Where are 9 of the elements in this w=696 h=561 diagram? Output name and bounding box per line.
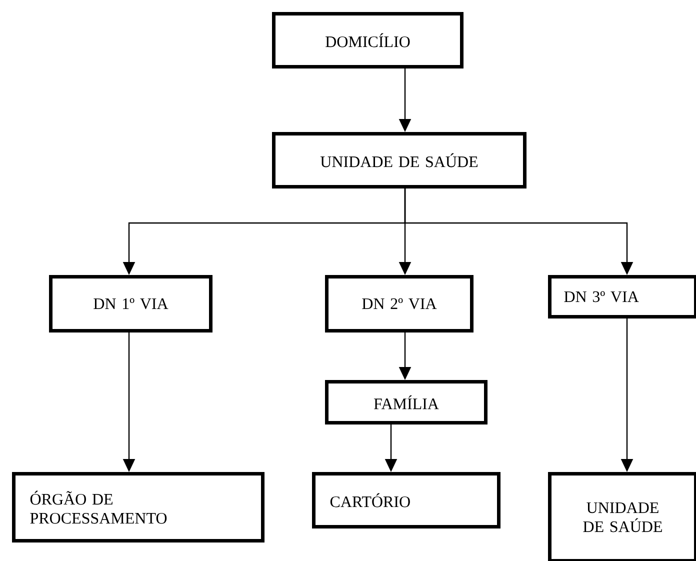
- process-box: ÓRGÃO DE PROCESSAMENTO: [12, 472, 264, 542]
- process-box: DOMICÍLIO: [272, 12, 464, 68]
- process-box: CARTÓRIO: [312, 472, 500, 528]
- process-box: DN 2º VIA: [325, 275, 474, 332]
- process-box: DN 1º VIA: [49, 275, 212, 332]
- process-box: UNIDADE DE SAÚDE: [548, 472, 696, 561]
- process-box: UNIDADE DE SAÚDE: [272, 132, 526, 188]
- process-box: DN 3º VIA: [548, 275, 696, 318]
- process-box: FAMÍLIA: [325, 380, 488, 424]
